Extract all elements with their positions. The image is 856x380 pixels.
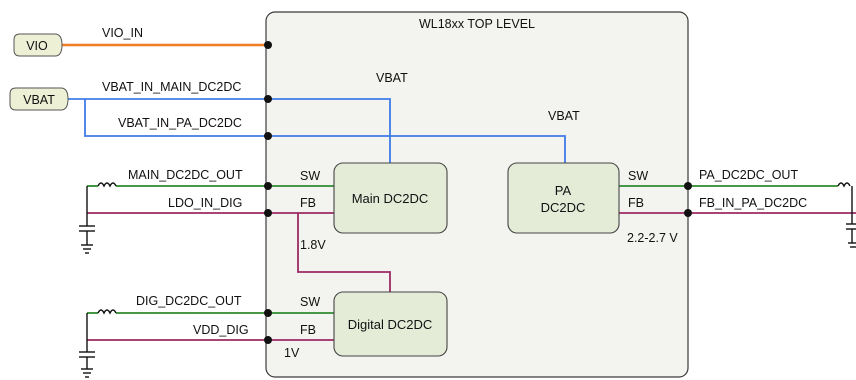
net-pa-out: PA_DC2DC_OUT (699, 168, 798, 182)
digital-dc2dc-label: Digital DC2DC (348, 317, 433, 332)
dig-fb-pin: FB (300, 323, 316, 337)
pa-capacitor (846, 186, 856, 248)
vio-junction (264, 41, 272, 49)
main-inductor (97, 182, 117, 188)
dig-out-junction (264, 309, 272, 317)
net-ldo-in-dig: LDO_IN_DIG (168, 196, 242, 210)
vbat-port (9, 87, 69, 111)
ldo-junction (264, 209, 272, 217)
main-dc2dc-label: Main DC2DC (352, 191, 429, 206)
vbat-port-label: VBAT (23, 93, 55, 107)
net-vdd-dig: VDD_DIG (193, 323, 249, 337)
main-capacitor (79, 186, 95, 254)
net-vbat-in-pa: VBAT_IN_PA_DC2DC (118, 116, 242, 130)
pa-voltage-range: 2.2-2.7 V (627, 231, 678, 245)
pa-inductor (837, 182, 851, 188)
vbat-label-1: VBAT (376, 71, 408, 85)
dig-fb-voltage: 1V (284, 346, 300, 360)
vio-port (13, 33, 63, 57)
pa-fb-pin: FB (628, 196, 644, 210)
pa-out-junction (684, 182, 692, 190)
net-fb-in-pa: FB_IN_PA_DC2DC (699, 196, 807, 210)
net-dig-out: DIG_DC2DC_OUT (136, 294, 242, 308)
main-fb-wire (87, 212, 391, 292)
dig-capacitor (79, 313, 95, 378)
main-dc2dc-block (333, 162, 448, 234)
panel-title: WL18xx TOP LEVEL (419, 17, 535, 31)
vbat-main-junction (264, 95, 272, 103)
dig-sw-pin: SW (300, 295, 320, 309)
main-fb-voltage: 1.8V (300, 238, 326, 252)
vbat-pa-junction (264, 132, 272, 140)
pa-dc2dc-label-2: DC2DC (541, 200, 586, 215)
net-vbat-in-main: VBAT_IN_MAIN_DC2DC (102, 80, 241, 94)
vio-port-label: VIO (26, 39, 48, 53)
pa-sw-pin: SW (628, 169, 648, 183)
main-out-junction (264, 182, 272, 190)
fb-pa-junction (684, 209, 692, 217)
top-level-panel (265, 11, 689, 378)
pa-dc2dc-block (507, 162, 620, 234)
main-fb-pin: FB (300, 196, 316, 210)
vbat-wires (68, 98, 566, 163)
net-vio-in: VIO_IN (102, 26, 143, 40)
pa-dc2dc-label-1: PA (555, 183, 572, 198)
net-main-out: MAIN_DC2DC_OUT (128, 168, 243, 182)
digital-dc2dc-block (333, 291, 448, 357)
dig-inductor (97, 309, 117, 315)
main-sw-pin: SW (300, 169, 320, 183)
vbat-label-2: VBAT (548, 109, 580, 123)
vdd-dig-junction (264, 336, 272, 344)
